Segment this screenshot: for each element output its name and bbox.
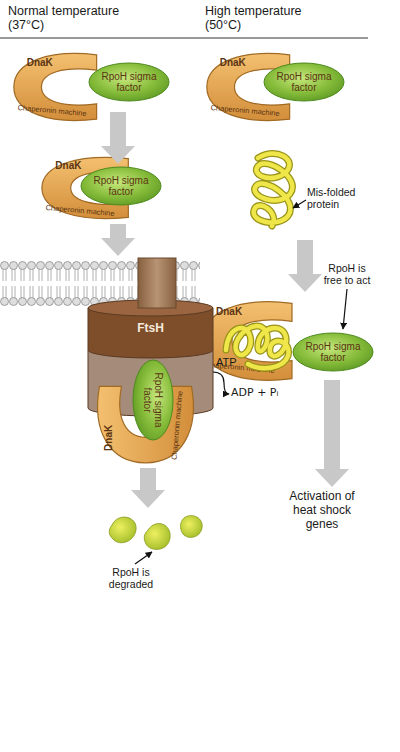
node-label: RpoH sigma factor xyxy=(271,71,337,93)
process-arrow xyxy=(315,380,349,487)
sigma-factor-outline xyxy=(133,360,173,440)
leader-arrow xyxy=(343,289,347,329)
sigma-factor-ellipse: RpoH sigma factor xyxy=(132,359,174,441)
leader-arrow xyxy=(135,552,152,564)
chaperone-outline xyxy=(14,53,97,120)
sigma-factor-outline xyxy=(264,63,344,101)
sigma-factor-outline xyxy=(89,63,169,101)
protein-fragment xyxy=(109,517,136,543)
protein-fragment xyxy=(144,524,170,550)
protein-outline xyxy=(254,153,293,226)
sigma-factor-ellipse: RpoH sigma factor xyxy=(88,62,170,102)
process-arrow xyxy=(131,468,165,508)
annotation-label: Mis-folded protein xyxy=(307,186,377,210)
sigma-factor-ellipse: RpoH sigma factor xyxy=(292,332,374,372)
reaction-arrow xyxy=(213,372,229,394)
leader-arrow xyxy=(293,200,306,208)
chaperone-outline xyxy=(202,302,292,381)
chaperone-shape: DnaKChaperonin machine xyxy=(200,300,300,382)
header-rule xyxy=(0,38,368,39)
node-label: RpoH sigma factor xyxy=(300,341,366,363)
node-label: RpoH sigma factor xyxy=(142,367,164,433)
misfolded-protein xyxy=(254,153,293,226)
process-arrow xyxy=(110,112,126,146)
outcome-label: Activation of heat shock genes xyxy=(276,490,368,531)
protein-fragment xyxy=(180,516,202,538)
node-label: DnaK xyxy=(103,425,114,451)
node-label: DnaK xyxy=(216,306,242,317)
process-arrow xyxy=(110,224,126,238)
annotation-label: RpoH is free to act xyxy=(318,262,376,286)
chaperone-outline xyxy=(98,386,194,463)
protein-strand xyxy=(254,153,293,226)
molecule-label: ADP + Pᵢ xyxy=(231,387,301,400)
degraded-fragments xyxy=(109,516,202,550)
node-label: FtsH xyxy=(88,322,213,335)
node-label: DnaK xyxy=(55,160,81,171)
node-label: DnaK xyxy=(220,57,246,68)
column-heading: Normal temperature (37°C) xyxy=(8,4,120,33)
sigma-factor-outline xyxy=(81,167,161,205)
sigma-factor-ellipse: RpoH sigma factor xyxy=(80,166,162,206)
node-label: DnaK xyxy=(27,57,53,68)
node-label: RpoH sigma factor xyxy=(96,71,162,93)
column-heading: High temperature (50°C) xyxy=(205,4,317,33)
membrane-anchor xyxy=(138,258,176,308)
molecule-label: ATP xyxy=(216,356,256,369)
node-label: RpoH sigma factor xyxy=(88,175,154,197)
sigma-factor-outline xyxy=(293,333,373,371)
annotation-label: RpoH is degraded xyxy=(100,566,162,590)
process-arrow xyxy=(288,240,322,292)
sigma-factor-ellipse: RpoH sigma factor xyxy=(263,62,345,102)
